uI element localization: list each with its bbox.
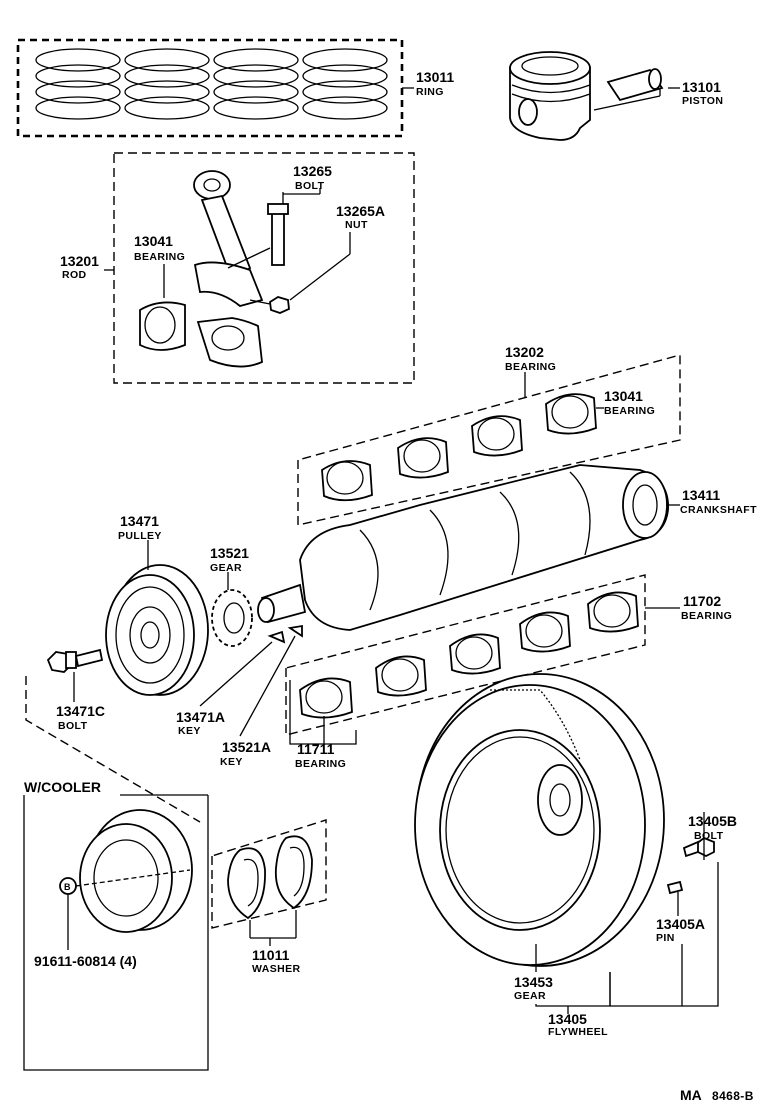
rod-bearing-part-number: 13041 — [134, 233, 173, 249]
gear-13521-part-name: GEAR — [210, 562, 242, 574]
crankshaft-part-number: 13411 — [682, 487, 720, 503]
cooler-pulley-panel — [23, 794, 209, 1071]
thrust-washers-illustration — [211, 819, 327, 929]
key-13471a-part-number: 13471A — [176, 709, 225, 725]
bolt-13405b-part-number: 13405B — [688, 813, 737, 829]
washer-part-name: WASHER — [252, 963, 301, 975]
ring-part-number: 13011 — [416, 69, 454, 85]
bearing-13041-part-name: BEARING — [604, 405, 655, 417]
washer-part-number: 11011 — [252, 947, 290, 963]
gear-13521-part-number: 13521 — [210, 545, 249, 561]
piston-part-name: PISTON — [682, 95, 723, 107]
pulley-part-name: PULLEY — [118, 530, 162, 542]
piston-rings-illustration — [16, 38, 414, 138]
pin-13405a-part-number: 13405A — [656, 916, 705, 932]
piston-part-number: 13101 — [682, 79, 721, 95]
pulley-part-number: 13471 — [120, 513, 159, 529]
pin-13405a-part-name: PIN — [656, 932, 675, 944]
crankshaft-part-name: CRANKSHAFT — [680, 504, 757, 516]
flywheel-part-name: FLYWHEEL — [548, 1026, 608, 1038]
cooler-callout-letter: B — [64, 882, 71, 892]
gear-13453-part-number: 13453 — [514, 974, 553, 990]
ring-part-name: RING — [416, 86, 444, 98]
key-13521a-part-name: KEY — [220, 756, 243, 768]
bolt-13265-part-number: 13265 — [293, 163, 332, 179]
bearing-11702-part-number: 11702 — [683, 593, 721, 609]
cooler-title: W/COOLER — [24, 779, 101, 795]
rod-part-name: ROD — [62, 269, 87, 281]
rod-bearing-part-name: BEARING — [134, 251, 185, 263]
key-13471a-part-name: KEY — [178, 725, 201, 737]
bolt-13471c-part-number: 13471C — [56, 703, 105, 719]
crankshaft-illustration — [257, 464, 669, 631]
gear-13453-part-name: GEAR — [514, 990, 546, 1002]
bolt-13265-part-name: BOLT — [295, 180, 325, 192]
diagram-code-value: 8468-B — [712, 1089, 754, 1103]
bolt-13405b-part-name: BOLT — [694, 830, 724, 842]
pulley-bolt-illustration — [46, 648, 104, 673]
bearing-13041-part-number: 13041 — [604, 388, 643, 404]
bearing-13202-part-number: 13202 — [505, 344, 544, 360]
nut-13265a-part-name: NUT — [345, 219, 368, 231]
timing-gear-illustration — [211, 589, 303, 647]
bearing-11711-part-number: 11711 — [297, 741, 335, 757]
upper-main-bearings-illustration — [297, 354, 681, 526]
connecting-rod-illustration — [113, 152, 415, 384]
key-13521a-part-number: 13521A — [222, 739, 271, 755]
cooler-bolt-part-number: 91611-60814 (4) — [34, 953, 137, 969]
rod-part-number: 13201 — [60, 253, 99, 269]
bearing-13202-part-name: BEARING — [505, 361, 556, 373]
bearing-11711-part-name: BEARING — [295, 758, 346, 770]
bolt-13471c-part-name: BOLT — [58, 720, 88, 732]
crank-pulley-illustration — [105, 564, 209, 696]
lower-main-bearings-illustration — [285, 574, 646, 736]
bearing-11702-part-name: BEARING — [681, 610, 732, 622]
diagram-code-prefix: MA — [680, 1087, 702, 1103]
piston-illustration — [509, 51, 680, 141]
nut-13265a-part-number: 13265A — [336, 203, 385, 219]
flywheel-part-number: 13405 — [548, 1011, 587, 1027]
